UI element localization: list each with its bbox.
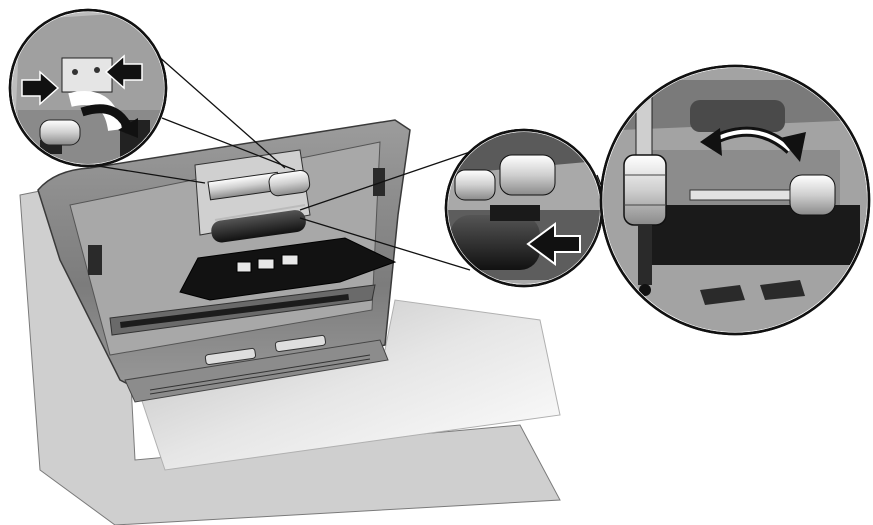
roller-assembly — [194, 149, 311, 243]
side-bracket — [88, 245, 102, 275]
leader-line-2a — [299, 151, 471, 211]
latch-pad-right — [274, 334, 327, 353]
feed-flap — [179, 237, 397, 301]
arrow-left-icon — [104, 54, 143, 90]
leader-line-1c — [161, 117, 296, 171]
side-hook — [373, 168, 385, 196]
arrow-left-icon — [526, 222, 581, 266]
hinge-strip — [124, 339, 389, 403]
latch-pad-left — [204, 347, 257, 366]
curved-arrow-icon — [700, 126, 806, 162]
flap-label-icons — [236, 254, 299, 273]
glass-bed — [139, 299, 561, 471]
curved-arrow-icon — [80, 104, 138, 138]
callout-leader-lines — [59, 39, 604, 271]
rail-slot — [119, 293, 350, 328]
callout-2 — [444, 128, 604, 288]
hinge-teeth — [149, 354, 371, 395]
callout-1 — [8, 8, 168, 168]
leader-line-2b — [299, 217, 471, 271]
callout-3 — [599, 64, 871, 336]
leader-line-1b — [139, 39, 286, 169]
scanner-body — [19, 119, 561, 525]
arrow-right-icon — [21, 70, 60, 106]
